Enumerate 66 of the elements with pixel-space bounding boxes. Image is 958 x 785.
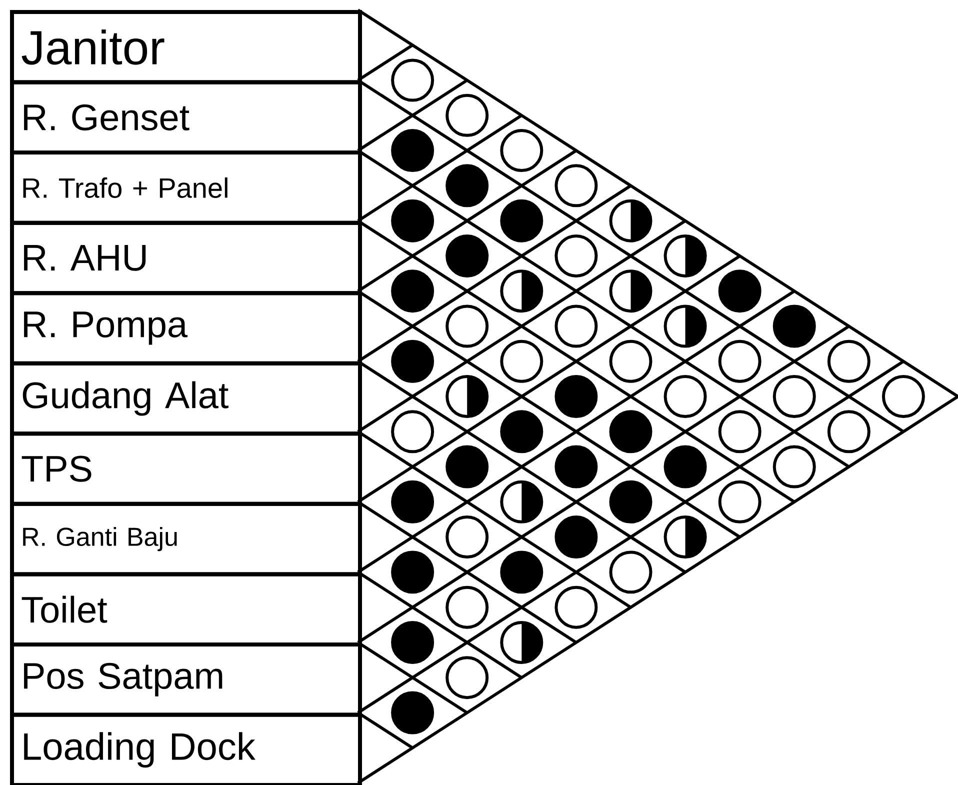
half-filled-circle	[664, 234, 707, 278]
filled-circle	[391, 270, 434, 313]
open-circle	[391, 410, 434, 454]
filled-circle	[500, 199, 544, 242]
open-circle	[718, 340, 762, 383]
filled-circle	[446, 445, 489, 488]
open-circle	[446, 656, 489, 700]
filled-circle	[718, 270, 762, 313]
room-box: Pos Satpam	[10, 642, 362, 717]
half-filled-circle	[500, 480, 544, 524]
room-box: R. Pompa	[10, 291, 362, 366]
filled-circle	[609, 410, 652, 454]
open-circle	[554, 234, 598, 278]
open-circle	[446, 94, 489, 137]
filled-circle	[500, 410, 544, 454]
filled-circle	[609, 480, 652, 524]
open-circle	[664, 375, 707, 418]
open-circle	[554, 586, 598, 629]
open-circle	[554, 304, 598, 348]
open-circle	[827, 410, 870, 454]
half-filled-circle	[609, 270, 652, 313]
open-circle	[609, 340, 652, 383]
filled-circle	[391, 340, 434, 383]
filled-circle	[446, 234, 489, 278]
filled-circle	[772, 304, 816, 348]
open-circle	[446, 586, 489, 629]
room-box: R. Ganti Baju	[10, 502, 362, 576]
open-circle	[718, 480, 762, 524]
filled-circle	[391, 480, 434, 524]
room-box: Toilet	[10, 572, 362, 646]
filled-circle	[500, 550, 544, 594]
room-box: R. AHU	[10, 220, 362, 296]
filled-circle	[391, 199, 434, 242]
filled-circle	[554, 445, 598, 488]
room-box: Loading Dock	[10, 712, 362, 785]
open-circle	[446, 304, 489, 348]
open-circle	[391, 58, 434, 102]
open-circle	[827, 340, 870, 383]
room-box: R. Trafo + Panel	[10, 150, 362, 225]
filled-circle	[446, 164, 489, 208]
filled-circle	[391, 620, 434, 664]
room-box: Gudang Alat	[10, 361, 362, 436]
open-circle	[446, 516, 489, 559]
half-filled-circle	[446, 375, 489, 418]
half-filled-circle	[500, 620, 544, 664]
open-circle	[718, 410, 762, 454]
room-box: Janitor	[10, 10, 362, 84]
open-circle	[554, 164, 598, 208]
half-filled-circle	[609, 199, 652, 242]
open-circle	[882, 375, 925, 418]
open-circle	[500, 340, 544, 383]
filled-circle	[391, 550, 434, 594]
filled-circle	[391, 691, 434, 734]
open-circle	[500, 129, 544, 172]
filled-circle	[554, 375, 598, 418]
open-circle	[609, 550, 652, 594]
open-circle	[772, 375, 816, 418]
filled-circle	[391, 129, 434, 172]
filled-circle	[664, 445, 707, 488]
filled-circle	[554, 516, 598, 559]
open-circle	[772, 445, 816, 488]
half-filled-circle	[664, 304, 707, 348]
room-box: TPS	[10, 432, 362, 506]
half-filled-circle	[500, 270, 544, 313]
room-box: R. Genset	[10, 80, 362, 155]
half-filled-circle	[664, 516, 707, 559]
